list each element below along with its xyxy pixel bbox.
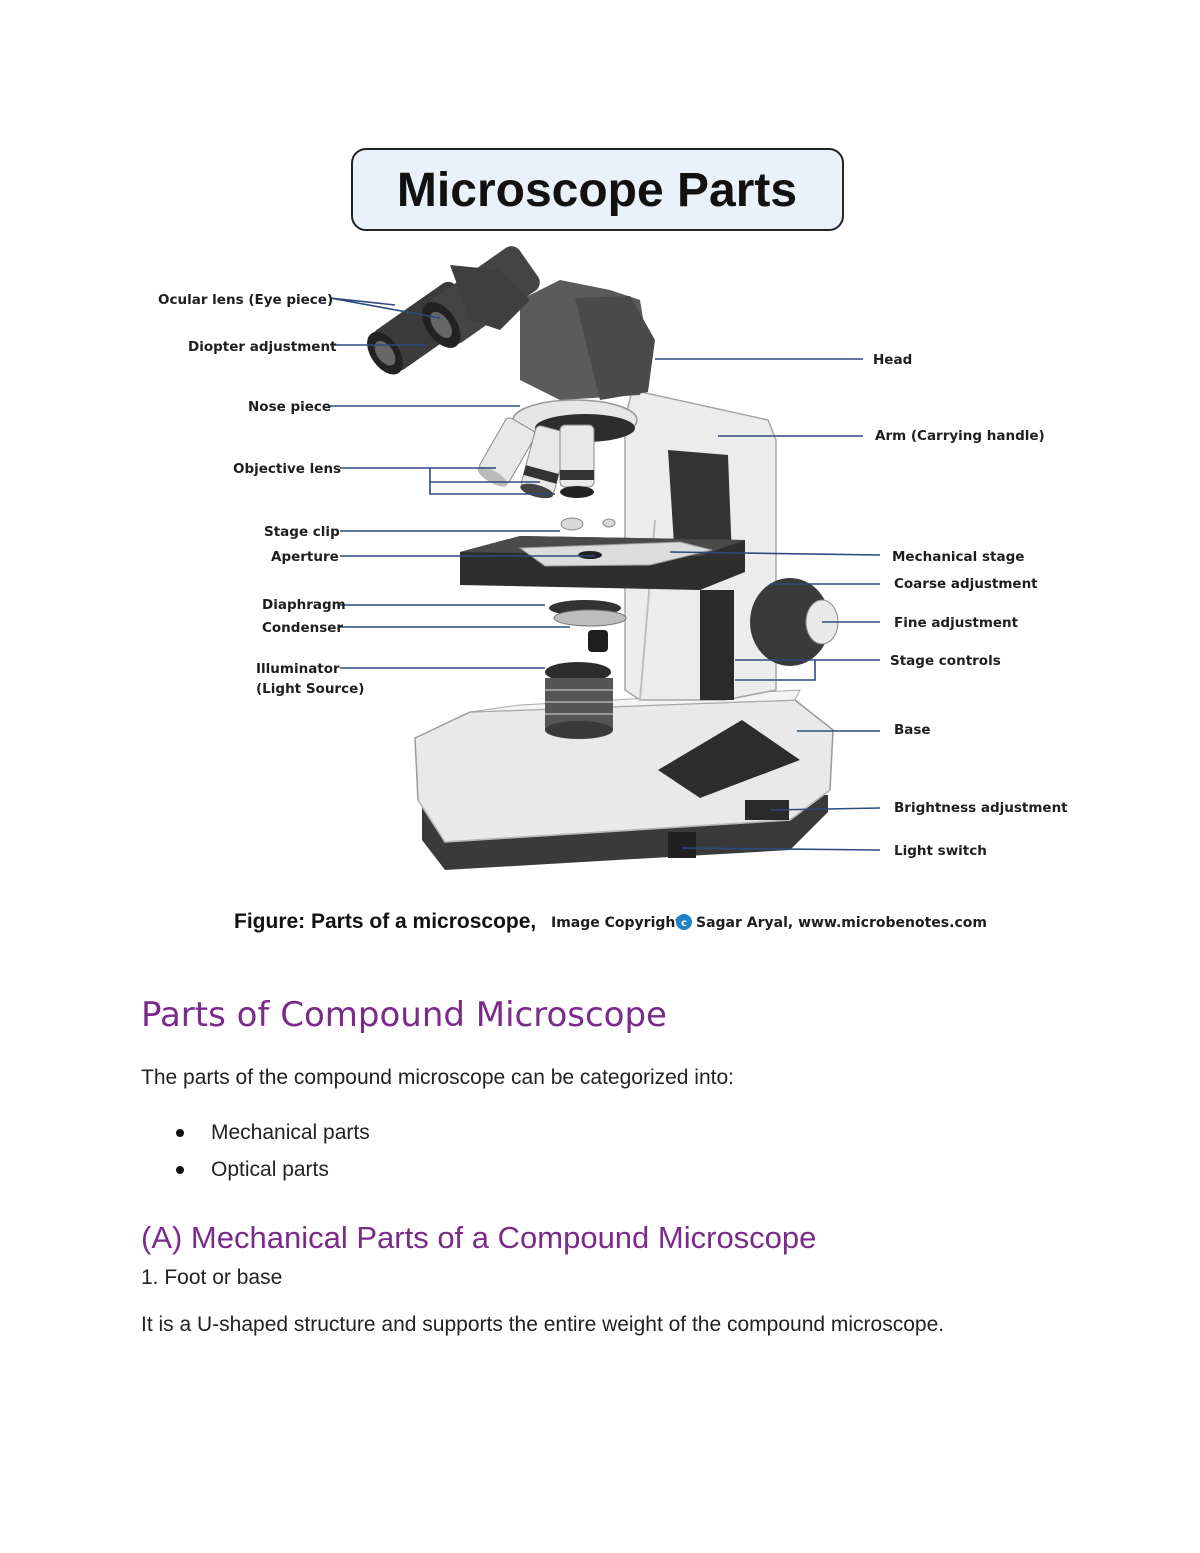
- item-title: 1. Foot or base: [141, 1266, 283, 1289]
- label-arm: Arm (Carrying handle): [875, 428, 1045, 444]
- label-diopter-adjustment: Diopter adjustment: [188, 339, 337, 355]
- label-stage-clip: Stage clip: [264, 524, 340, 540]
- label-aperture: Aperture: [271, 549, 339, 565]
- category-list: Mechanical parts Optical parts: [141, 1114, 1101, 1188]
- caption-copyright: Image Copyright: [551, 915, 682, 931]
- label-condenser: Condenser: [262, 620, 343, 636]
- copyright-mark: c: [681, 918, 687, 929]
- caption-main: Figure: Parts of a microscope,: [234, 910, 536, 933]
- label-illuminator: Illuminator: [256, 661, 340, 677]
- label-light-source: (Light Source): [256, 681, 364, 697]
- label-diaphragm: Diaphragm: [262, 597, 346, 613]
- label-stage-controls: Stage controls: [890, 653, 1001, 669]
- list-item: Mechanical parts: [141, 1114, 1101, 1151]
- figure-caption: Figure: Parts of a microscope, Image Cop…: [234, 910, 987, 933]
- label-mechanical-stage: Mechanical stage: [892, 549, 1024, 565]
- subsection-heading: (A) Mechanical Parts of a Compound Micro…: [141, 1220, 817, 1255]
- label-objective-lens: Objective lens: [233, 461, 341, 477]
- intro-paragraph: The parts of the compound microscope can…: [141, 1066, 735, 1089]
- microscope-figure: Microscope Parts: [158, 148, 1068, 933]
- copyright-icon: [676, 914, 692, 930]
- microscope-illustration: [367, 246, 839, 870]
- label-coarse-adjustment: Coarse adjustment: [894, 576, 1038, 592]
- leader-lines: [329, 297, 881, 851]
- label-base: Base: [894, 722, 931, 738]
- label-head: Head: [873, 352, 912, 368]
- label-ocular-lens: Ocular lens (Eye piece): [158, 292, 333, 308]
- section-heading: Parts of Compound Microscope: [141, 995, 667, 1035]
- item-description: It is a U-shaped structure and supports …: [141, 1313, 945, 1336]
- list-item: Optical parts: [141, 1151, 1101, 1188]
- figure-title-box: Microscope Parts: [351, 148, 844, 231]
- figure-title: Microscope Parts: [397, 164, 797, 217]
- label-brightness-adjustment: Brightness adjustment: [894, 800, 1068, 816]
- document-content: Parts of Compound Microscope The parts o…: [141, 990, 1101, 1339]
- label-light-switch: Light switch: [894, 843, 987, 859]
- label-fine-adjustment: Fine adjustment: [894, 615, 1019, 631]
- label-nose-piece: Nose piece: [248, 399, 331, 415]
- caption-credit: Sagar Aryal, www.microbenotes.com: [696, 915, 987, 931]
